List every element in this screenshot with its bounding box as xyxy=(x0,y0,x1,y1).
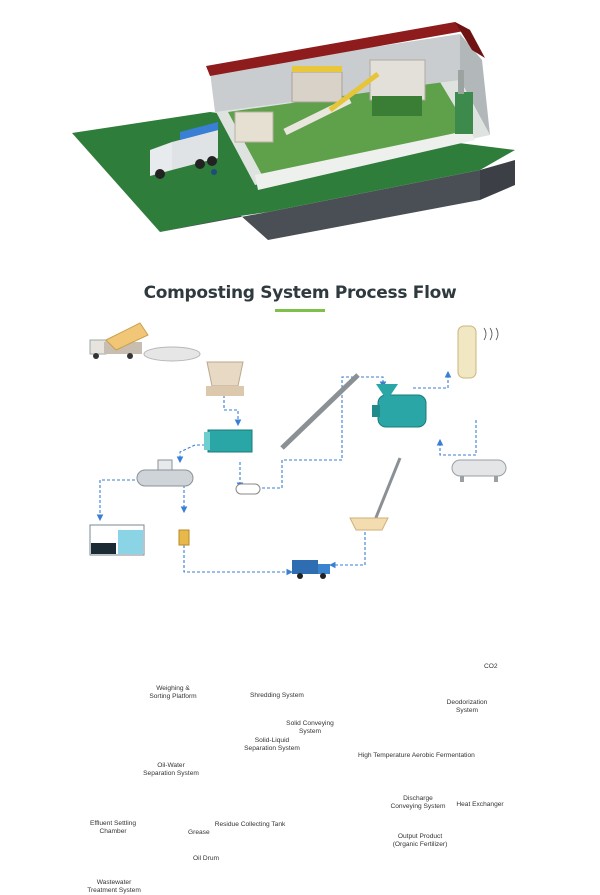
weighing-platform-icon xyxy=(143,346,201,362)
flow-shredding-to-solid-liquid xyxy=(223,395,242,427)
right-wall xyxy=(460,34,490,135)
plant-3d-illustration xyxy=(72,22,515,240)
label-co2: CO2 xyxy=(484,663,498,670)
fermenter-icon xyxy=(372,384,427,428)
discharge-conveyor-icon xyxy=(373,457,402,521)
delivery-truck xyxy=(150,122,218,179)
label-shredding: Shredding System xyxy=(250,692,304,699)
worker-figure xyxy=(211,169,217,175)
dump-truck-icon xyxy=(89,322,149,359)
flow-fermenter-to-deodorization xyxy=(413,370,452,389)
label-residue-tank: Residue Collecting Tank xyxy=(214,821,286,828)
label-heat-exchanger: Heat Exchanger xyxy=(456,801,504,808)
title-underline xyxy=(275,309,325,312)
oil-water-separator-icon xyxy=(136,469,194,487)
tank-green xyxy=(455,92,473,134)
label-oil-drum: Oil Drum xyxy=(193,855,220,862)
conveyor-2 xyxy=(328,72,380,112)
ground-slab-right xyxy=(480,160,515,200)
ground-slab-side xyxy=(160,170,480,240)
solid-liquid-separator-icon xyxy=(207,429,253,453)
label-grease: Grease xyxy=(188,829,210,836)
label-output: Output Product(Organic Fertilizer) xyxy=(392,833,448,848)
output-product-icon xyxy=(349,517,389,531)
co2-emission-icon xyxy=(483,327,499,341)
flow-oil-water-to-effluent xyxy=(96,479,135,522)
flow-oil-drum-to-truck xyxy=(183,545,294,576)
shredder-icon xyxy=(206,361,244,387)
label-weighing: Weighing &Sorting Platform xyxy=(149,685,197,700)
roof xyxy=(206,22,470,76)
residue-tank-icon xyxy=(235,483,261,495)
heat-exchanger-icon xyxy=(451,459,507,477)
fermenter-unit xyxy=(291,71,343,103)
label-fermentation: High Temperature Aerobic Fermentation xyxy=(358,752,475,759)
front-wall xyxy=(255,130,475,190)
stack xyxy=(458,70,464,94)
flow-heat-exchanger-loop xyxy=(436,420,477,456)
page-title: Composting System Process Flow xyxy=(143,283,457,303)
oil-drum-icon xyxy=(178,529,190,546)
process-flow-diagram: Weighing &Sorting Platform Shredding Sys… xyxy=(0,318,600,894)
flow-residue-to-fermenter xyxy=(262,376,387,489)
reactor-base xyxy=(372,96,422,116)
deodorization-tank-icon xyxy=(457,325,477,379)
delivery-truck-icon xyxy=(292,560,330,579)
shredder-base xyxy=(206,386,244,396)
reactor-block xyxy=(369,59,426,101)
flow-output-to-truck xyxy=(328,532,366,569)
roof-edge xyxy=(455,22,485,58)
hopper-building xyxy=(234,111,274,143)
solid-conveyor-icon xyxy=(280,373,360,450)
fermenter-frame xyxy=(292,66,342,72)
flow-solid-liquid-to-oil-water xyxy=(176,444,210,464)
